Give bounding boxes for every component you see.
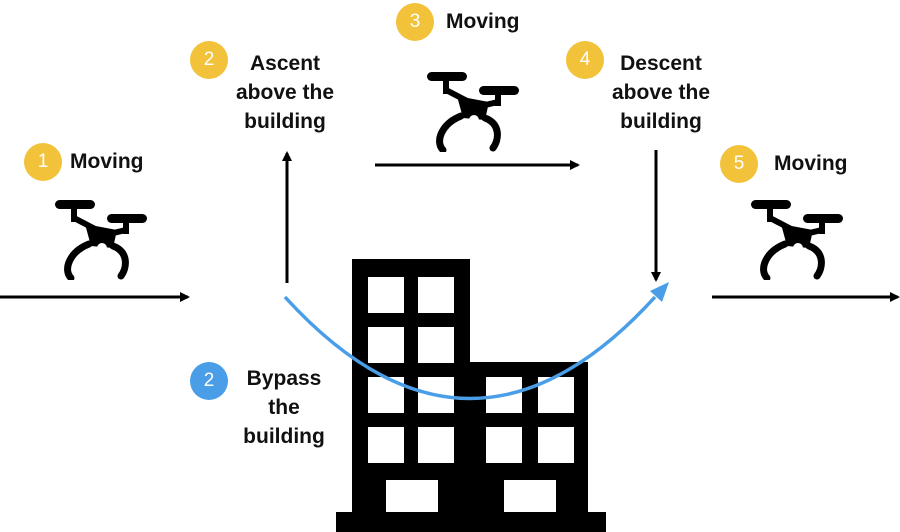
step-2-line-3: building [244,110,326,133]
step-label-3: Moving [446,7,520,36]
bypass-path [283,295,657,401]
bypass-badge: 2 [190,362,228,400]
bypass-line-2: the [268,396,300,419]
step-label-5: Moving [774,149,848,178]
step-label-1: Moving [70,147,144,176]
step-label-2: Ascent above the building [222,49,348,136]
step-1-line: Moving [70,150,144,173]
step-badge-4: 4 [566,41,604,79]
step-badge-1: 1 [24,143,62,181]
bypass-label: Bypass the building [232,364,336,451]
building-icon [336,259,606,532]
step-3-line: Moving [446,10,520,33]
bypass-line-1: Bypass [246,367,322,390]
step-badge-3: 3 [396,3,434,41]
drone-icon [427,72,519,150]
bypass-line-3: building [243,425,325,448]
drone-icon [751,200,843,278]
step-5-line: Moving [774,152,848,175]
step-2-line-2: above the [235,81,335,104]
step-badge-2: 2 [190,41,228,79]
step-4-line-3: building [620,110,702,133]
step-4-line-2: above the [611,81,711,104]
bypass-arrowhead [650,282,669,302]
step-2-line-1: Ascent [249,52,321,75]
step-badge-5: 5 [720,145,758,183]
step-label-4: Descent above the building [598,49,724,136]
drone-icon [55,200,147,278]
step-4-line-1: Descent [620,52,702,75]
